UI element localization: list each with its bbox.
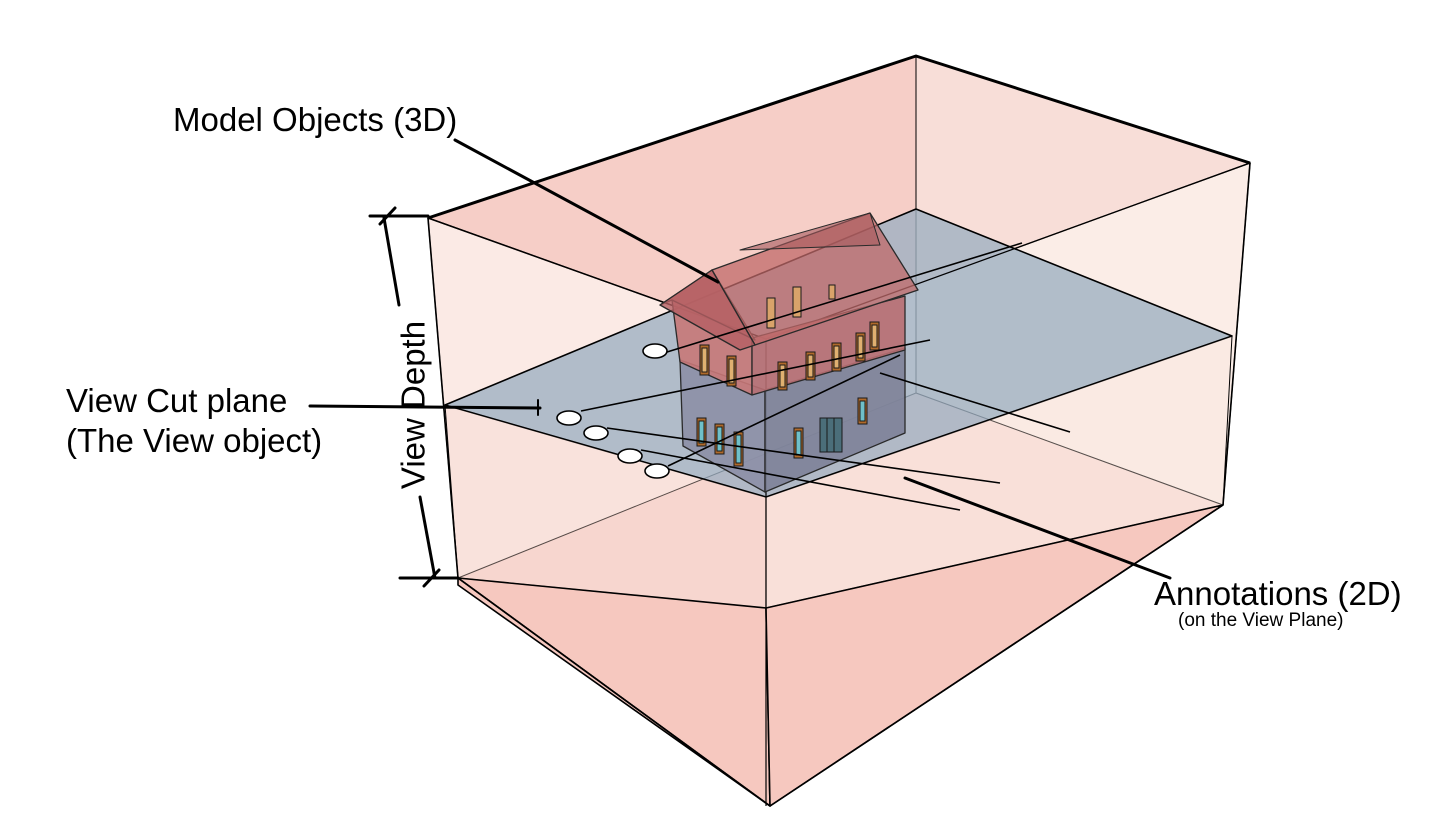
house-roof-slope [659, 269, 756, 351]
label-model-objects: Model Objects (3D) [173, 101, 458, 138]
leader-view-cut-plane [308, 404, 542, 410]
annotation-tag [642, 343, 668, 359]
dimension-arrow-icon [368, 206, 460, 588]
label-view-depth: View Depth [394, 320, 432, 490]
house-roof-back [739, 212, 881, 251]
leader-annotations [903, 476, 1172, 580]
house-windows [696, 284, 880, 467]
annotation-grid-lines [556, 242, 1071, 511]
label-annotations: Annotations (2D) [1154, 575, 1402, 612]
label-annotations-sub: (on the View Plane) [1178, 610, 1344, 631]
annotation-tag [583, 425, 609, 441]
label-view-cut-plane: View Cut plane [66, 382, 288, 419]
annotation-tag [644, 463, 670, 479]
leader-model-objects [453, 138, 720, 284]
annotation-tag [556, 410, 582, 426]
label-view-object: (The View object) [66, 422, 323, 459]
volume-bottom-face [458, 393, 1223, 608]
leader-lines [308, 138, 1172, 580]
annotation-tag [617, 448, 643, 464]
